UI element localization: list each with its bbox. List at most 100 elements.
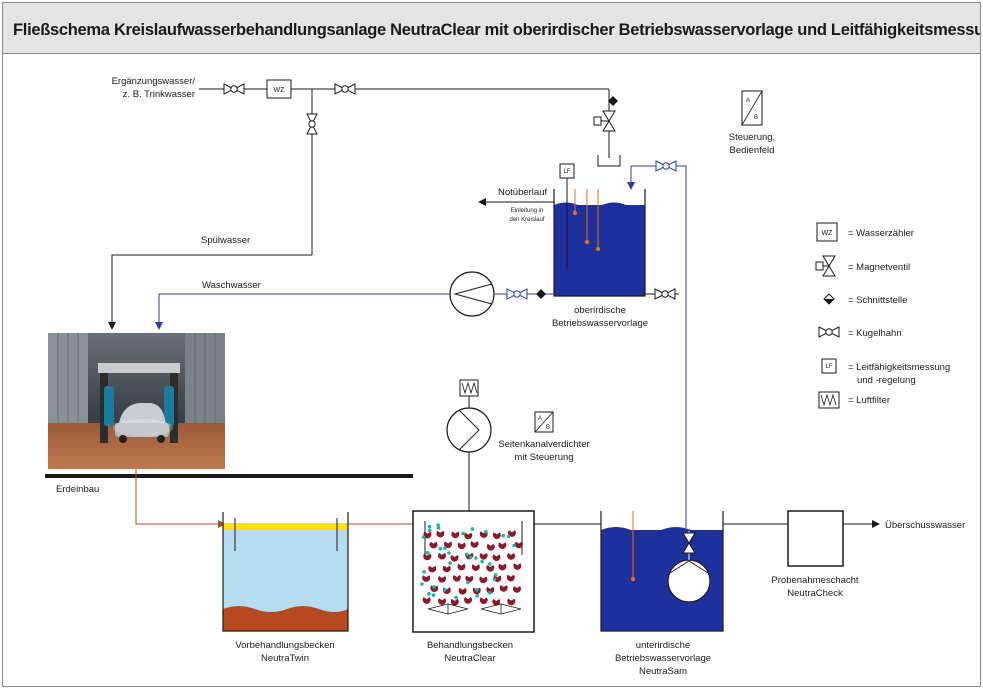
conductivity-sensor-icon: LF	[559, 163, 575, 268]
air-bubble	[480, 559, 484, 564]
media-particle	[423, 531, 432, 539]
compressor-label-2: mit Steuerung	[514, 452, 573, 463]
ball-valve-icon	[334, 83, 356, 95]
air-bubble	[487, 591, 492, 595]
media-particle	[470, 541, 479, 548]
sampling-shaft: Probenahmeschacht NeutraCheck Überschuss…	[771, 510, 965, 599]
upper-tank: LF oberirdische Betriebswasservorlage	[552, 163, 648, 329]
legend-item-interface: = Schnittstelle	[823, 293, 907, 306]
einleitung-label-1: Einleitung in	[511, 208, 544, 214]
media-particle	[428, 565, 437, 573]
air-bubble	[461, 531, 465, 536]
ball-valve-icon	[654, 288, 676, 300]
einleitung-label-2: den Kreislauf	[509, 217, 544, 223]
flow-diagram: Ergänzungswasser/ z. B. Trinkwasser WZ	[45, 76, 965, 677]
air-bubble	[488, 562, 492, 566]
media-particle	[514, 541, 523, 549]
conductivity-sensor-icon: LF	[821, 358, 837, 374]
underground-label-1: unterirdische	[636, 640, 690, 651]
interface-icon	[536, 289, 546, 299]
media-particle	[507, 553, 516, 560]
underground-label-2: Betriebswasservorlage	[615, 653, 711, 664]
air-bubble	[420, 582, 424, 586]
water-meter-icon: WZ	[816, 222, 838, 242]
media-particle	[450, 598, 459, 606]
controller-ab-icon: A B	[534, 411, 554, 433]
compressor-label-1: Seitenkanalverdichter	[498, 439, 589, 450]
wash-water-line: Waschwasser	[155, 271, 554, 330]
air-bubble	[475, 593, 480, 598]
air-bubble	[512, 543, 516, 548]
media-particle	[506, 574, 515, 582]
media-particle	[486, 543, 495, 551]
upper-tank-label-1: oberirdische	[574, 305, 626, 316]
legend-item-water-meter: WZ = Wasserzähler	[816, 222, 914, 242]
air-bubble	[425, 550, 430, 555]
pretreatment-tank: Vorbehandlungsbecken NeutraTwin	[222, 512, 349, 664]
emergency-overflow: Notüberlauf Einleitung in den Kreislauf	[478, 187, 554, 223]
svg-text:WZ: WZ	[822, 230, 834, 237]
upper-tank-label-2: Betriebswasservorlage	[552, 318, 648, 329]
air-bubble	[466, 580, 470, 585]
legend-item-ball-valve: = Kugelhahn	[818, 326, 902, 339]
svg-text:WZ: WZ	[274, 87, 286, 94]
media-particle	[499, 585, 508, 592]
air-bubble	[443, 588, 447, 592]
media-particle	[479, 576, 488, 584]
media-particle	[451, 531, 460, 539]
ground-line: Erdeinbau	[45, 474, 413, 495]
legend-text: = Schnittstelle	[848, 295, 907, 306]
air-bubble	[470, 527, 475, 531]
ball-valve-icon	[655, 160, 677, 172]
pretreatment-label-2: NeutraTwin	[261, 653, 309, 664]
legend-item-solenoid: = Magnetventil	[815, 255, 910, 277]
sampling-label-1: Probenahmeschacht	[771, 575, 858, 586]
media-particle	[450, 554, 459, 562]
air-bubble	[427, 528, 432, 533]
air-bubble	[421, 535, 426, 539]
air-bubble	[436, 523, 440, 527]
legend-item-air-filter: = Luftfilter	[818, 391, 890, 409]
page-title: Fließschema Kreislaufwasserbehandlungsan…	[13, 21, 981, 39]
air-bubble	[447, 551, 451, 555]
media-particle	[492, 554, 501, 561]
media-particle	[479, 552, 488, 560]
air-bubble	[484, 529, 488, 534]
media-particle	[479, 597, 488, 604]
media-particle	[464, 597, 473, 604]
solenoid-valve-icon	[593, 110, 616, 132]
svg-text:B: B	[754, 115, 758, 121]
supply-label-2: z. B. Trinkwasser	[123, 89, 195, 100]
steuerung-label-2: Bedienfeld	[730, 145, 775, 156]
waschwasser-label: Waschwasser	[202, 280, 261, 291]
svg-text:A: A	[538, 416, 542, 422]
treatment-tank: Behandlungsbecken NeutraClear	[412, 510, 535, 664]
air-bubble	[432, 585, 436, 589]
svg-text:LF: LF	[825, 364, 832, 370]
media-particle	[438, 598, 447, 605]
media-particle	[438, 552, 447, 560]
svg-text:A: A	[746, 98, 750, 104]
notueberlauf-label: Notüberlauf	[498, 187, 547, 198]
interface-icon	[608, 96, 618, 106]
svg-text:B: B	[546, 425, 550, 431]
supply-label-1: Ergänzungswasser/	[112, 76, 196, 87]
air-bubble	[475, 588, 479, 592]
legend-text: = Kugelhahn	[848, 328, 902, 339]
wash-pump-icon	[449, 271, 495, 317]
air-bubble	[427, 524, 432, 529]
media-particle	[492, 532, 501, 539]
ball-valve-icon	[506, 288, 528, 300]
media-particle	[513, 563, 522, 570]
legend-text: und -regelung	[857, 375, 916, 386]
legend-item-conductivity: LF = Leitfähigkeitsmessung und -regelung	[821, 358, 950, 386]
air-diffuser-icon	[427, 603, 522, 615]
air-bubble	[474, 556, 478, 560]
side-channel-compressor: A B Seitenkanalverdichter mit Steuerung	[446, 379, 590, 604]
water-meter-icon: WZ	[266, 79, 292, 99]
media-particle	[465, 575, 474, 583]
air-bubble	[454, 595, 458, 600]
media-particle	[471, 564, 480, 571]
legend-text: = Luftfilter	[848, 395, 890, 406]
media-particle	[507, 598, 516, 606]
